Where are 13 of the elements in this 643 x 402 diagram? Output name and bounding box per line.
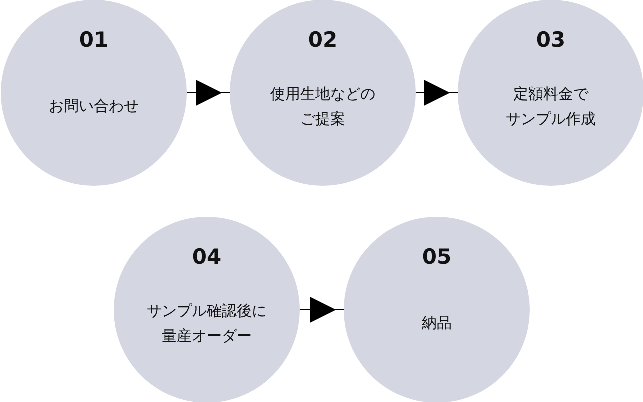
step-number: 01 — [78, 28, 110, 52]
step-label: 使用生地などのご提案 — [270, 84, 376, 130]
step-label: 納品 — [421, 313, 453, 334]
arrow — [416, 80, 458, 106]
arrow — [186, 80, 230, 106]
step-label: 定額料金でサンプル作成 — [505, 84, 597, 130]
step-number: 02 — [307, 28, 339, 52]
step-number: 04 — [191, 245, 223, 269]
step-number: 05 — [421, 245, 453, 269]
step-number: 03 — [535, 28, 567, 52]
arrow — [300, 297, 344, 323]
step-label: サンプル確認後に量産オーダー — [146, 301, 268, 347]
step-label: お問い合わせ — [48, 96, 140, 117]
